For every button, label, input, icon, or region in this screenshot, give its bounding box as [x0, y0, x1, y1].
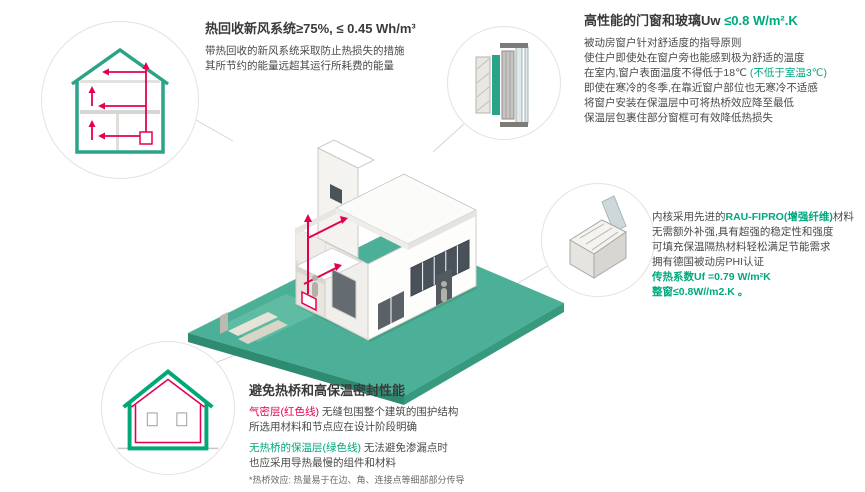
thermal-line-4: 也应采用导热最慢的组件和材料	[249, 457, 396, 469]
windows-line-3-text: 在室内,窗户表面温度不得低于	[584, 67, 724, 79]
thermal-line-2: 所选用材料和节点应在设计阶段明确	[249, 421, 417, 433]
windows-line-4: 即使在寒冷的冬季,在靠近窗户部位也无寒冷不适感	[584, 82, 818, 94]
isometric-house-illustration	[188, 139, 564, 405]
profile-line-2: 可填充保温隔热材料轻松满足节能需求	[652, 241, 831, 253]
ventilation-arrows	[301, 214, 348, 312]
thermal-title: 避免热桥和高保温密封性能	[249, 383, 406, 398]
window-band	[331, 239, 470, 330]
hrv-line-1: 带热回收的新风系统采取防止热损失的措施	[205, 45, 405, 57]
windows-line-3: 在室内,窗户表面温度不得低于18℃ (不低于室温3℃)	[584, 66, 862, 81]
thermal-insulation-line: 无热桥的保温层(绿色线) 无法避免渗漏点时	[249, 441, 589, 456]
windows-title-value: ≤0.8 W/m².K	[724, 13, 798, 28]
window-profile-circle	[541, 183, 655, 297]
airtight-layer-text: 无缝包围整个建筑的围护结构	[319, 406, 459, 418]
profile-u-value: 传热系数Uf =0.79 W/m²K	[652, 271, 771, 283]
profile-title: 内核采用先进的RAU-FIPRO(增强纤维)材料	[652, 210, 865, 225]
windows-line-3-temp: 18℃	[723, 67, 747, 79]
profile-title-material: RAU-FIPRO(增强纤维)	[725, 211, 833, 223]
thermal-bridge-icon	[117, 369, 219, 451]
insulation-layer-label: 无热桥的保温层(绿色线)	[249, 442, 361, 454]
person-figures	[312, 275, 447, 302]
thermal-callout: 避免热桥和高保温密封性能 气密层(红色线) 无缝包围整个建筑的围护结构 所选用材…	[249, 382, 589, 487]
hrv-cross-section-icon	[70, 47, 170, 154]
profile-callout: 内核采用先进的RAU-FIPRO(增强纤维)材料 无需额外补强,具有超强的稳定性…	[652, 210, 865, 300]
profile-window-u-value: 整窗≤0.8W//m2.K 。	[652, 286, 749, 298]
hrv-title: 热回收新风系统≥75%, ≤ 0.45 Wh/m³	[205, 21, 416, 36]
windows-title-text: 高性能的门窗和玻璃Uw	[584, 13, 725, 28]
profile-title-prefix: 内核采用先进的	[652, 211, 726, 223]
profile-line-1: 无需额外补强,具有超强的稳定性和强度	[652, 226, 834, 238]
windows-line-1: 被动房窗户针对舒适度的指导原则	[584, 37, 742, 49]
profile-title-suffix: 材料	[832, 211, 854, 223]
hrv-callout: 热回收新风系统≥75%, ≤ 0.45 Wh/m³ 带热回收的新风系统采取防止热…	[205, 20, 475, 74]
roof-slab	[296, 173, 478, 250]
windows-line-2: 使住户即使处在窗户旁也能感到极为舒适的温度	[584, 52, 805, 64]
airtight-layer-label: 气密层(红色线)	[249, 406, 319, 418]
windows-line-6: 保温层包裹住部分窗框可有效降低热损失	[584, 112, 773, 124]
profile-line-3: 拥有德国被动房PHI认证	[652, 256, 765, 268]
ventilation-ducts	[303, 219, 345, 294]
hrv-line-2: 其所节约的能量远超其运行所耗费的能量	[205, 60, 394, 72]
rear-wall	[316, 139, 376, 259]
windows-line-5: 将窗户安装在保温层中可将热桥效应降至最低	[584, 97, 794, 109]
thermal-bridge-circle	[101, 341, 235, 475]
window-section-circle	[447, 26, 561, 140]
windows-line-3-note: (不低于室温3℃)	[746, 67, 827, 79]
windows-title: 高性能的门窗和玻璃Uw ≤0.8 W/m².K	[584, 12, 862, 29]
thermal-footnote: *热桥效应: 热量易于在边、角、连接点等细部部分传导	[249, 475, 465, 485]
insulation-layer-text: 无法避免渗漏点时	[361, 442, 448, 454]
window-section-icon	[475, 43, 529, 127]
hrv-detail-circle	[41, 21, 199, 179]
thermal-airtight-line: 气密层(红色线) 无缝包围整个建筑的围护结构	[249, 405, 589, 420]
window-profile-icon	[569, 195, 627, 279]
windows-callout: 高性能的门窗和玻璃Uw ≤0.8 W/m².K 被动房窗户针对舒适度的指导原则 …	[584, 12, 862, 126]
